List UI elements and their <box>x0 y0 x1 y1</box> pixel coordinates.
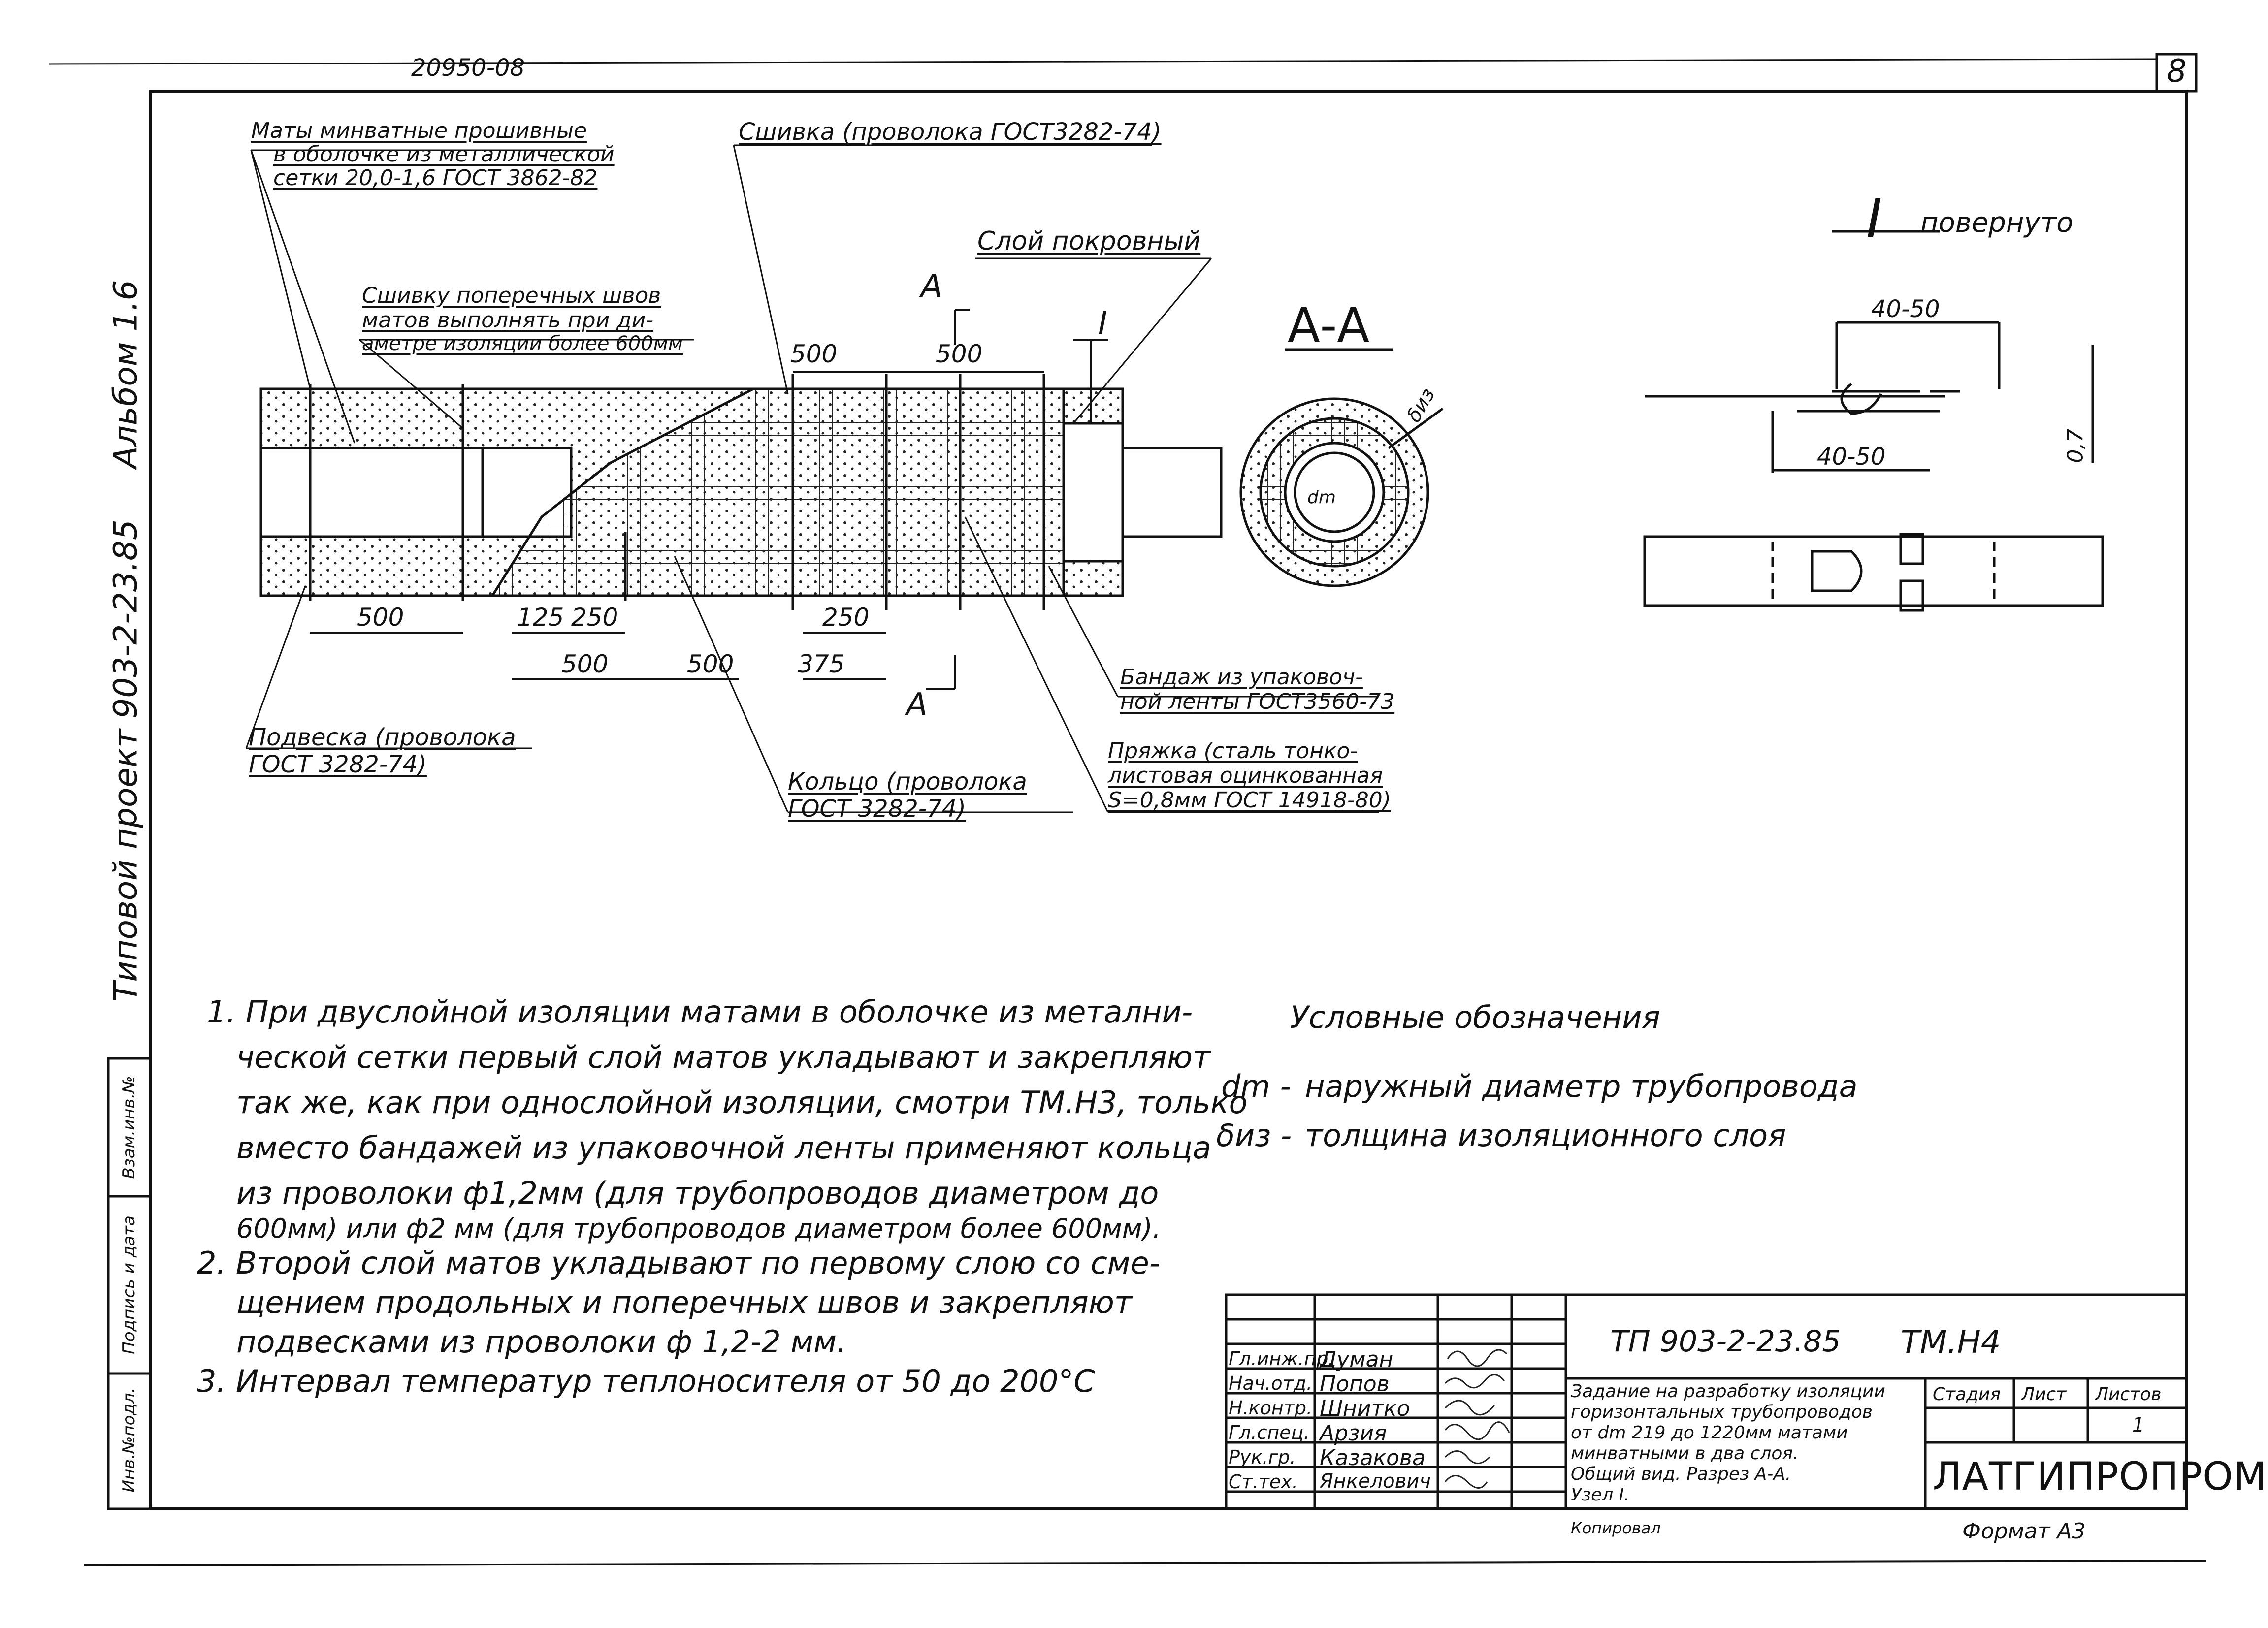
stamp-name-1: Думан <box>1320 1347 1393 1372</box>
legend-text-2: толщина изоляционного слоя <box>1305 1117 1786 1153</box>
note-line-8: щением продольных и поперечных швов и за… <box>236 1284 1132 1320</box>
label-ring-1: Кольцо (проволока <box>788 768 1027 796</box>
stamp-title-6: Узел I. <box>1571 1485 1630 1505</box>
dim-250-left: 250 <box>571 603 618 632</box>
stamp-title-2: горизонтальных трубопроводов <box>1571 1402 1873 1422</box>
note-line-2: ческой сетки первый слой матов укладываю… <box>236 1039 1211 1075</box>
dim-500-lower-mid: 500 <box>561 650 609 678</box>
format-label: Формат А3 <box>1962 1519 2086 1544</box>
dim-250-right: 250 <box>822 603 870 632</box>
label-mats-3: сетки 20,0-1,6 ГОСТ 3862-82 <box>273 165 598 191</box>
pipe-view <box>259 374 1223 610</box>
label-mats-1: Маты минватные прошивные <box>251 118 587 143</box>
dim-40-50-bottom: 40-50 <box>1817 443 1886 471</box>
label-mats-2: в оболочке из металлической <box>273 142 615 167</box>
legend-sym-2: δиз - <box>1216 1117 1292 1153</box>
sheet-number: 8 <box>2167 53 2187 90</box>
dim-500-lower-left: 500 <box>357 603 404 632</box>
stamp-role-2: Нач.отд. <box>1229 1373 1313 1394</box>
stamp-sheets-value: 1 <box>2132 1414 2145 1436</box>
leader-lines <box>245 144 1379 813</box>
stamp-role-5: Рук.гр. <box>1229 1446 1296 1468</box>
note-line-7: 2. Второй слой матов укладывают по перво… <box>197 1245 1161 1281</box>
stamp-role-6: Ст.тех. <box>1229 1471 1298 1493</box>
stamp-organization: ЛАТГИПРОПРОМ <box>1933 1455 2268 1499</box>
label-seams-2: матов выполнять при ди- <box>362 308 654 333</box>
stamp-title-4: минватными в два слоя. <box>1571 1443 1799 1464</box>
stamp-name-2: Попов <box>1320 1372 1390 1397</box>
dim-125: 125 <box>517 603 564 632</box>
rotated-label: повернуто <box>1920 207 2074 239</box>
legend-text-1: наружный диаметр трубопровода <box>1305 1068 1858 1104</box>
legend-title: Условные обозначения <box>1290 999 1660 1035</box>
label-ring-2: ГОСТ 3282-74) <box>788 795 966 823</box>
label-buckle-3: S=0,8мм ГОСТ 14918-80) <box>1108 788 1391 813</box>
dim-375: 375 <box>798 650 845 678</box>
label-buckle-1: Пряжка (сталь тонко- <box>1108 738 1358 764</box>
stamp-sheet-header: Лист <box>2021 1384 2067 1405</box>
label-buckle-2: листовая оцинкованная <box>1108 763 1383 788</box>
section-title: А-А <box>1288 298 1369 353</box>
node-i-detail <box>1643 230 2104 612</box>
section-a-a <box>1239 348 1444 587</box>
stamp-name-3: Шнитко <box>1320 1396 1410 1421</box>
label-seams-1: Сшивку поперечных швов <box>362 283 661 308</box>
stamp-stage-header: Стадия <box>1933 1384 2001 1405</box>
stamp-role-1: Гл.инж.пр. <box>1229 1348 1334 1370</box>
note-line-10: 3. Интервал температур теплоносителя от … <box>197 1363 1095 1399</box>
dim-500-top-left: 500 <box>790 340 838 368</box>
label-stitching: Сшивка (проволока ГОСТ3282-74) <box>739 118 1162 146</box>
label-band-2: ной ленты ГОСТ3560-73 <box>1120 689 1395 714</box>
note-line-6: 600мм) или ф2 мм (для трубопроводов диам… <box>236 1213 1161 1244</box>
stamp-title-3: от dm 219 до 1220мм матами <box>1571 1423 1848 1443</box>
stamp-sheet-code: ТМ.Н4 <box>1901 1324 2001 1361</box>
stamp-name-4: Арзия <box>1320 1421 1387 1446</box>
section-mark-bottom: А <box>906 687 928 723</box>
title-block-grid <box>1225 1293 2188 1510</box>
stamp-role-4: Гл.спец. <box>1229 1422 1310 1443</box>
stamp-name-6: Янкелович <box>1320 1470 1431 1493</box>
doc-code: 20950-08 <box>411 54 525 82</box>
node-mark: I <box>1098 305 1107 342</box>
node-i-title: I <box>1866 187 1882 250</box>
stamp-title-5: Общий вид. Разрез А-А. <box>1571 1464 1791 1484</box>
label-hanger-1: Подвеска (проволока <box>249 724 516 751</box>
dim-40-50-top: 40-50 <box>1871 295 1940 323</box>
legend-sym-1: dm - <box>1221 1068 1291 1104</box>
label-cover-layer: Слой покровный <box>977 226 1201 256</box>
inventory-strip <box>107 1057 152 1510</box>
stamp-project-code: ТП 903-2-23.85 <box>1610 1324 1841 1359</box>
section-mark-top: А <box>921 268 942 305</box>
dim-500-lower-right: 500 <box>687 650 734 678</box>
note-line-4: вместо бандажей из упаковочной ленты при… <box>236 1130 1211 1166</box>
dimension-lines <box>310 309 1108 690</box>
stamp-name-5: Казакова <box>1320 1445 1426 1470</box>
note-line-3: так же, как при однослойной изоляции, см… <box>236 1085 1248 1120</box>
note-line-5: из проволоки ф1,2мм (для трубопроводов д… <box>236 1175 1159 1211</box>
dim-500-top-right: 500 <box>936 340 983 368</box>
label-hanger-2: ГОСТ 3282-74) <box>249 751 427 778</box>
stamp-role-3: Н.контр. <box>1229 1397 1313 1419</box>
copied-label: Копировал <box>1571 1519 1661 1537</box>
dm-label: dm <box>1307 487 1336 508</box>
label-seams-3: аметре изоляции более 600мм <box>362 332 683 355</box>
sheet-frame <box>49 53 2206 1566</box>
label-band-1: Бандаж из упаковоч- <box>1120 665 1363 690</box>
stamp-title-1: Задание на разработку изоляции <box>1571 1381 1885 1402</box>
stamp-sheets-header: Листов <box>2095 1384 2162 1405</box>
note-line-9: подвесками из проволоки ф 1,2-2 мм. <box>236 1324 846 1360</box>
note-line-1: 1. При двуслойной изоляции матами в обол… <box>207 994 1193 1030</box>
